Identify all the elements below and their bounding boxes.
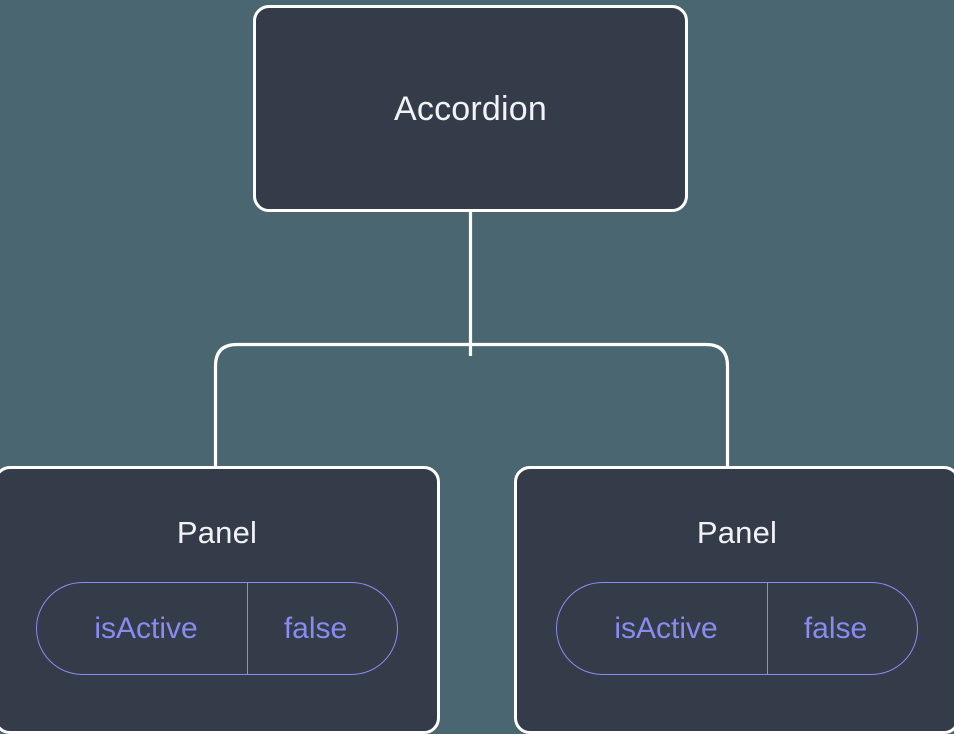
node-panel-2-label: Panel — [696, 515, 778, 550]
prop-badge-isactive-2[interactable]: isActive false — [556, 582, 918, 675]
edge-bus-to-children — [213, 342, 730, 470]
node-panel-1-label: Panel — [176, 515, 258, 550]
prop-value-isactive-2: false — [767, 583, 917, 674]
node-panel-1[interactable]: Panel isActive false — [0, 466, 440, 734]
prop-value-isactive-1: false — [247, 583, 397, 674]
prop-badge-isactive-1[interactable]: isActive false — [36, 582, 398, 675]
node-accordion[interactable]: Accordion — [253, 5, 688, 212]
node-accordion-label: Accordion — [394, 89, 547, 128]
prop-key-isactive-1: isActive — [94, 611, 198, 645]
node-panel-2[interactable]: Panel isActive false — [514, 466, 954, 734]
prop-key-isactive-2: isActive — [614, 611, 718, 645]
